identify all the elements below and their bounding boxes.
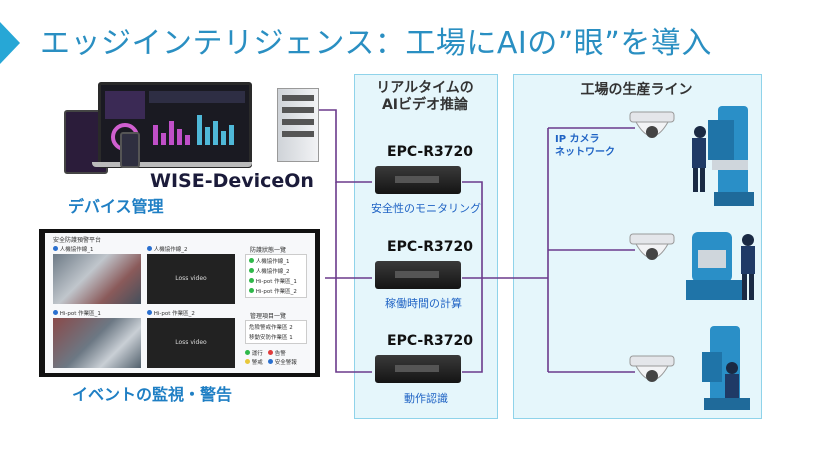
epc-device-icon bbox=[375, 355, 461, 383]
camera-feed-3[interactable] bbox=[53, 318, 141, 368]
dashboard-graphics bbox=[105, 91, 245, 151]
manage-list-title: 管理項目一覽 bbox=[250, 313, 287, 320]
manage-count: 2 bbox=[289, 325, 293, 331]
factory-line-title: 工場の生産ライン bbox=[580, 82, 693, 98]
event-monitoring-label: イベントの監視・警告 bbox=[72, 385, 233, 404]
epc-device-icon bbox=[375, 261, 461, 289]
status-item[interactable]: 人機協作線_2 bbox=[255, 269, 290, 275]
network-label-line2: ネットワーク bbox=[555, 147, 615, 158]
cam-label-2: 人機協作線_2 bbox=[147, 245, 188, 253]
ip-camera-icon bbox=[629, 355, 675, 382]
dashboard-title: 安全防護預警平台 bbox=[53, 237, 102, 244]
legend-item: 告警 bbox=[274, 351, 286, 357]
ip-camera-icon bbox=[629, 233, 675, 260]
manage-list: 危險警戒作業區 2 移動安防作業區 1 bbox=[245, 320, 307, 344]
device-management-label: デバイス管理 bbox=[68, 197, 164, 216]
realtime-inference-title: リアルタイムの AIビデオ推論 bbox=[354, 80, 496, 114]
epc-function-1: 安全性のモニタリング bbox=[371, 202, 481, 215]
realtime-title-line1: リアルタイムの bbox=[376, 80, 474, 96]
machine-worker-icon bbox=[692, 106, 754, 206]
legend-item: 安全警報 bbox=[274, 360, 297, 366]
epc-name-1: EPC-R3720 bbox=[387, 144, 473, 160]
status-item[interactable]: Hi-pot 作業區_1 bbox=[255, 279, 297, 285]
cam-label-1: 人機協作線_1 bbox=[53, 245, 94, 253]
epc-function-2: 稼働時間の計算 bbox=[385, 297, 462, 310]
epc-device-icon bbox=[375, 166, 461, 194]
cam-label-4: Hi-pot 作業區_2 bbox=[147, 309, 195, 317]
ip-camera-network-label: IP カメラ ネットワーク bbox=[555, 133, 615, 159]
network-label-line1: IP カメラ bbox=[555, 134, 600, 145]
legend-item: 運行 bbox=[251, 351, 263, 357]
status-list: 人機協作線_1 人機協作線_2 Hi-pot 作業區_1 Hi-pot 作業區_… bbox=[245, 254, 307, 298]
phone-device bbox=[120, 132, 140, 168]
machine-worker-icon bbox=[702, 326, 750, 410]
monitoring-dashboard: 安全防護預警平台 人機協作線_1 人機協作線_2 Loss video Hi-p… bbox=[45, 233, 315, 373]
realtime-title-line2: AIビデオ推論 bbox=[381, 97, 469, 113]
status-item[interactable]: Hi-pot 作業區_2 bbox=[255, 289, 297, 295]
status-dot-icon bbox=[147, 310, 152, 315]
legend-item: 警戒 bbox=[251, 360, 263, 366]
laptop-base bbox=[92, 162, 252, 167]
server-icon bbox=[277, 88, 319, 162]
status-dot-icon bbox=[53, 246, 58, 251]
manage-item[interactable]: 移動安防作業區 bbox=[249, 335, 288, 341]
camera-feed-4[interactable]: Loss video bbox=[147, 318, 235, 368]
camera-feed-2[interactable]: Loss video bbox=[147, 254, 235, 304]
legend: 運行 告警 警戒 安全警報 bbox=[245, 350, 297, 368]
manage-count: 1 bbox=[289, 335, 293, 341]
brand-label: WISE-DeviceOn bbox=[150, 170, 314, 192]
slide-title: エッジインテリジェンス：工場にAIの”眼”を導入 bbox=[40, 26, 712, 61]
epc-function-3: 動作認識 bbox=[404, 392, 448, 405]
status-dot-icon bbox=[147, 246, 152, 251]
loss-video-text: Loss video bbox=[175, 275, 207, 282]
machine-worker-icon bbox=[686, 232, 755, 300]
epc-name-2: EPC-R3720 bbox=[387, 239, 473, 255]
loss-video-text: Loss video bbox=[175, 339, 207, 346]
title-arrow-icon bbox=[0, 22, 20, 64]
ip-camera-icon bbox=[629, 111, 675, 138]
camera-feed-1[interactable] bbox=[53, 254, 141, 304]
status-item[interactable]: 人機協作線_1 bbox=[255, 259, 290, 265]
status-dot-icon bbox=[53, 310, 58, 315]
status-list-title: 防護狀態一覽 bbox=[250, 247, 287, 254]
epc-name-3: EPC-R3720 bbox=[387, 333, 473, 349]
manage-item[interactable]: 危險警戒作業區 bbox=[249, 325, 288, 331]
cam-label-3: Hi-pot 作業區_1 bbox=[53, 309, 101, 317]
